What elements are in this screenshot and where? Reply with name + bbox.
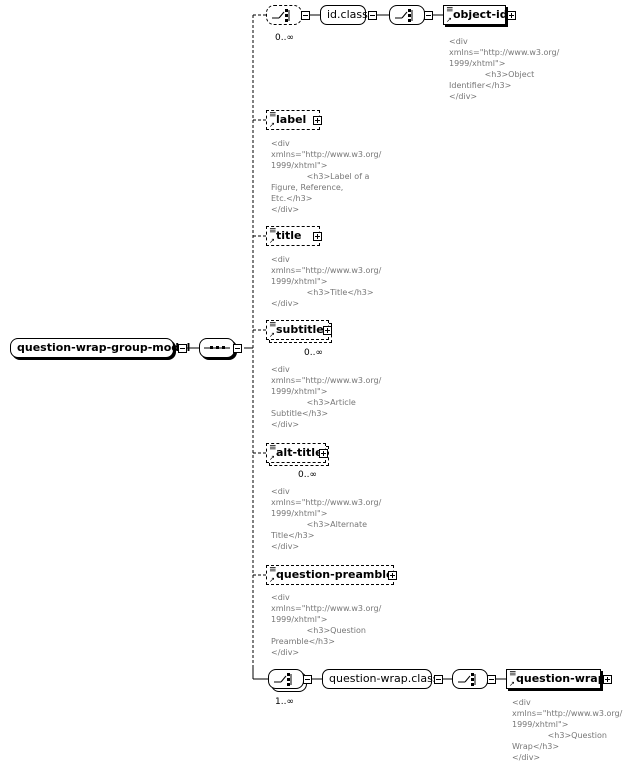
root-collapse-button[interactable]: [178, 344, 187, 353]
element-label-label: label: [276, 113, 307, 126]
choice-icon: [395, 9, 413, 22]
sequence-icon: [204, 346, 230, 349]
group-question-wrap-class-collapse-button[interactable]: [434, 675, 443, 684]
choice-inner-collapse-button[interactable]: [424, 11, 433, 20]
group-id-class-label: id.class: [327, 8, 368, 21]
reference-arrow-icon: ↗: [509, 680, 515, 688]
element-subtitle-label: subtitle: [276, 323, 324, 336]
root-label: question-wrap-group-model: [17, 341, 191, 354]
title-expand-button[interactable]: [313, 232, 322, 241]
reference-arrow-icon: ↗: [269, 237, 275, 245]
subtitle-documentation: <div xmlns="http://www.w3.org/ 1999/xhtm…: [271, 365, 382, 429]
element-question-wrap[interactable]: question-wrap: [506, 669, 606, 689]
question-preamble-expand-button[interactable]: [388, 571, 397, 580]
label-expand-button[interactable]: [313, 116, 322, 125]
element-question-preamble-label: question-preamble: [276, 568, 394, 581]
choice-compositor-qw-inner[interactable]: [452, 669, 488, 689]
question-preamble-documentation: <div xmlns="http://www.w3.org/ 1999/xhtm…: [271, 593, 382, 657]
object-id-documentation: <div xmlns="http://www.w3.org/ 1999/xhtm…: [449, 37, 560, 101]
doc-lines-icon: ≡: [509, 669, 517, 679]
element-object-id[interactable]: object-id: [443, 5, 508, 25]
choice-icon: [272, 9, 290, 22]
label-documentation: <div xmlns="http://www.w3.org/ 1999/xhtm…: [271, 139, 382, 214]
choice-compositor-question-wrap[interactable]: [268, 669, 304, 689]
reference-arrow-icon: ↗: [269, 576, 275, 584]
choice-compositor-object-id[interactable]: [266, 5, 302, 25]
title-documentation: <div xmlns="http://www.w3.org/ 1999/xhtm…: [271, 255, 382, 308]
choice-qw-collapse-button[interactable]: [303, 675, 312, 684]
question-wrap-expand-button[interactable]: [603, 675, 612, 684]
element-question-wrap-label: question-wrap: [516, 672, 606, 685]
root-element-question-wrap-group-model[interactable]: question-wrap-group-model: [10, 338, 190, 358]
choice-cardinality: 0..∞: [275, 33, 294, 43]
group-question-wrap-class-label: question-wrap.class: [329, 672, 439, 685]
element-title[interactable]: title: [266, 226, 320, 246]
element-label[interactable]: label: [266, 110, 320, 130]
subtitle-expand-button[interactable]: [323, 326, 332, 335]
alt-title-cardinality: 0..∞: [298, 470, 317, 480]
element-object-id-label: object-id: [453, 8, 508, 21]
choice-collapse-button[interactable]: [301, 11, 310, 20]
sequence-compositor[interactable]: [199, 338, 235, 358]
reference-arrow-icon: ↗: [269, 454, 275, 462]
group-question-wrap-class[interactable]: question-wrap.class: [322, 669, 439, 689]
doc-lines-icon: ≡: [269, 110, 277, 120]
sequence-collapse-button[interactable]: [233, 344, 242, 353]
group-id-class-collapse-button[interactable]: [368, 11, 377, 20]
question-wrap-choice-cardinality: 1..∞: [275, 697, 294, 707]
question-wrap-documentation: <div xmlns="http://www.w3.org/ 1999/xhtm…: [512, 698, 623, 762]
doc-lines-icon: ≡: [269, 443, 277, 453]
element-question-preamble[interactable]: question-preamble: [266, 565, 394, 585]
doc-lines-icon: ≡: [269, 320, 277, 330]
choice-compositor-inner[interactable]: [389, 5, 425, 25]
group-id-class[interactable]: id.class: [320, 5, 368, 25]
reference-arrow-icon: ↗: [269, 331, 275, 339]
subtitle-cardinality: 0..∞: [304, 348, 323, 358]
alt-title-expand-button[interactable]: [319, 449, 328, 458]
reference-arrow-icon: ↗: [269, 121, 275, 129]
alt-title-documentation: <div xmlns="http://www.w3.org/ 1999/xhtm…: [271, 487, 382, 551]
choice-qw-inner-collapse-button[interactable]: [487, 675, 496, 684]
element-title-label: title: [276, 229, 302, 242]
choice-icon: [274, 673, 292, 686]
element-alt-title[interactable]: alt-title: [266, 443, 326, 463]
doc-lines-icon: ≡: [446, 5, 454, 15]
doc-lines-icon: ≡: [269, 565, 277, 575]
object-id-expand-button[interactable]: [507, 11, 516, 20]
element-alt-title-label: alt-title: [276, 446, 323, 459]
choice-icon: [458, 673, 476, 686]
doc-lines-icon: ≡: [269, 226, 277, 236]
reference-arrow-icon: ↗: [446, 16, 452, 24]
